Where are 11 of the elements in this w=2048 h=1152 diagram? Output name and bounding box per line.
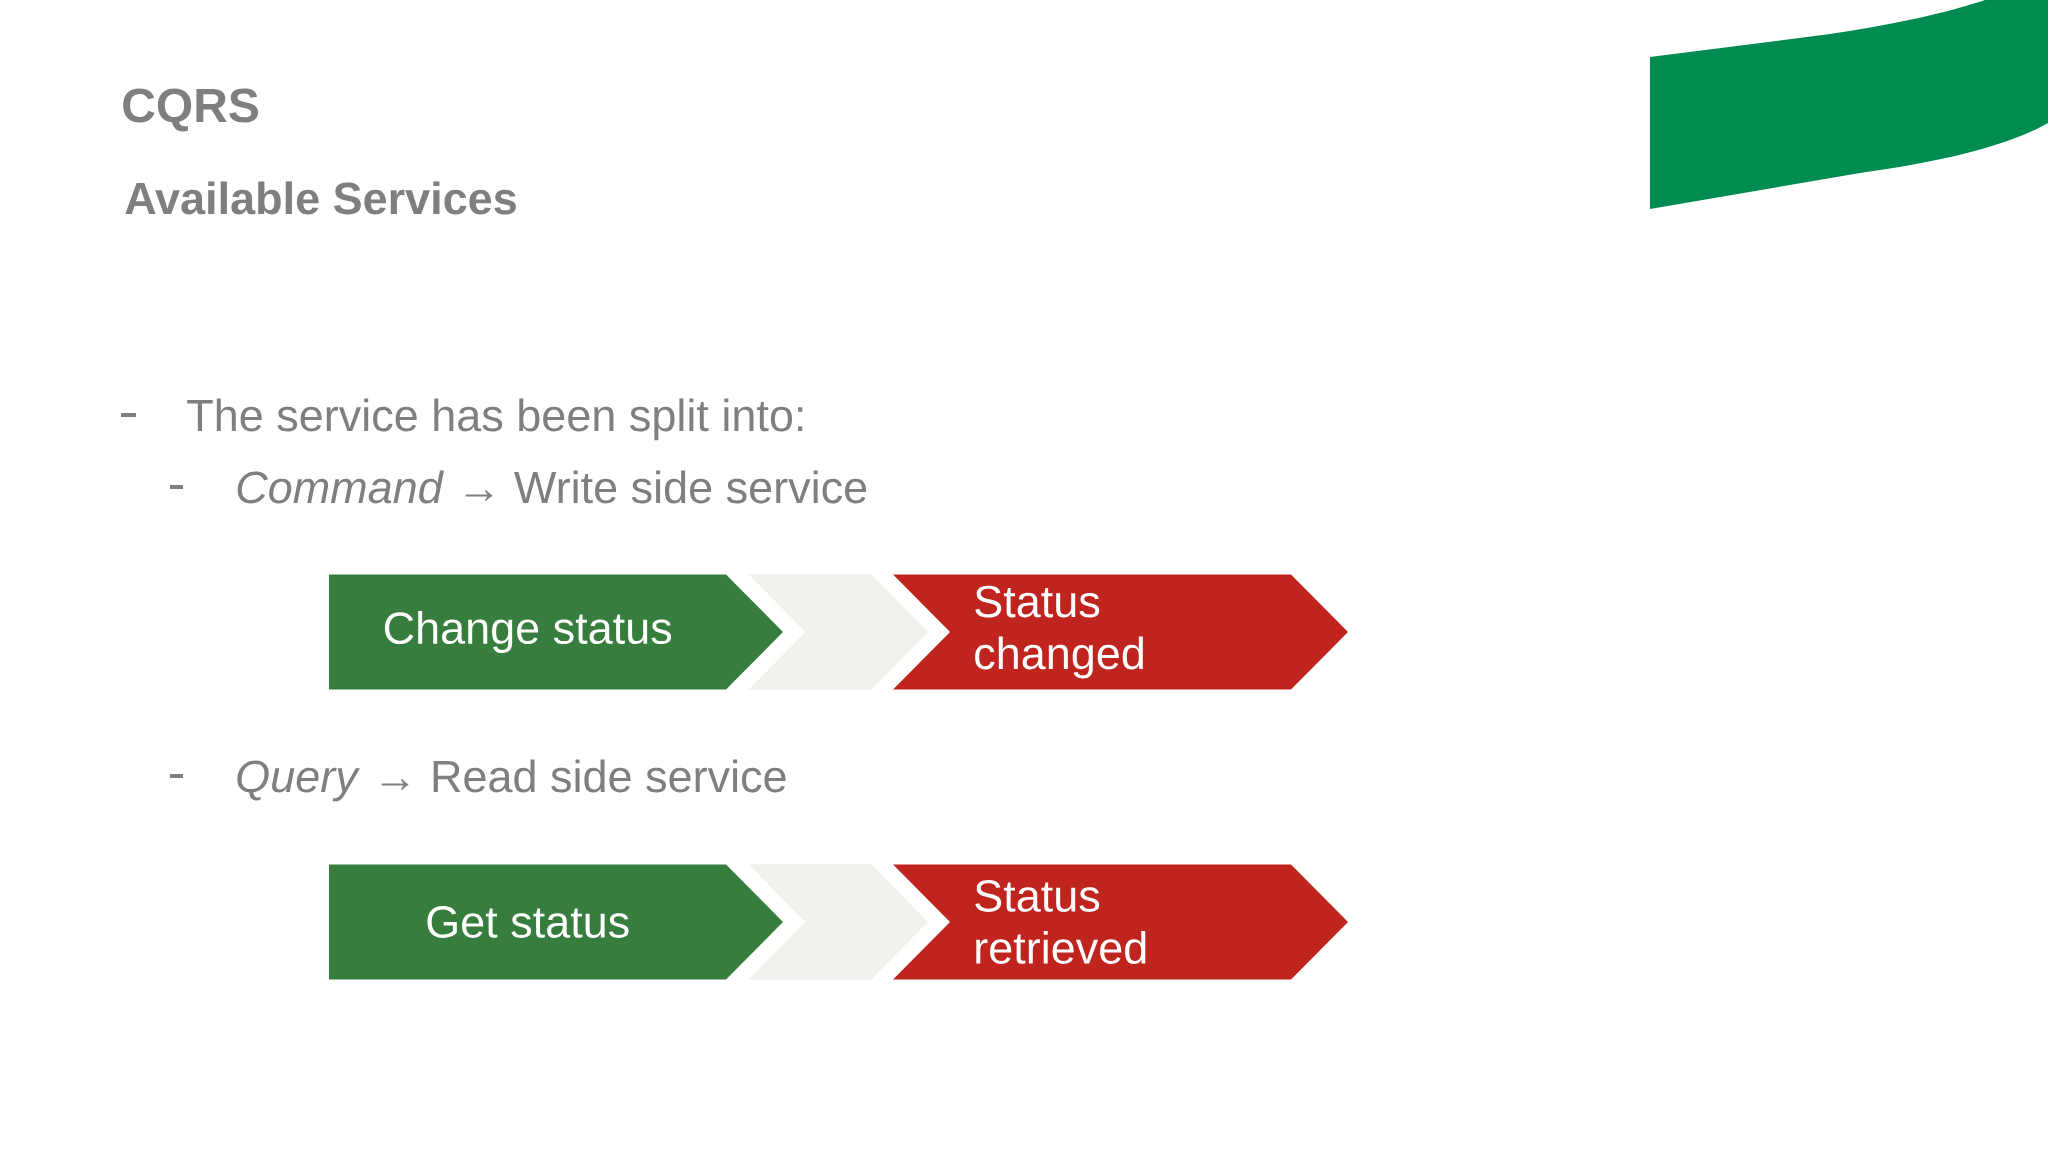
subtitle: Available Services [125, 181, 516, 215]
chevron: Get status [329, 864, 783, 980]
bullet-text: Query → Read side service [237, 759, 786, 802]
chevron: Status retrieved [893, 864, 1348, 980]
bullet-text: The service has been split into: [187, 398, 803, 441]
chevron-arrow [748, 864, 928, 980]
chevron: Change status [329, 574, 783, 690]
chevron-arrow [748, 574, 928, 690]
title: CQRS [123, 88, 258, 132]
chevron: Status changed [893, 574, 1348, 690]
bullet-text: Command → Write side service [237, 470, 867, 504]
